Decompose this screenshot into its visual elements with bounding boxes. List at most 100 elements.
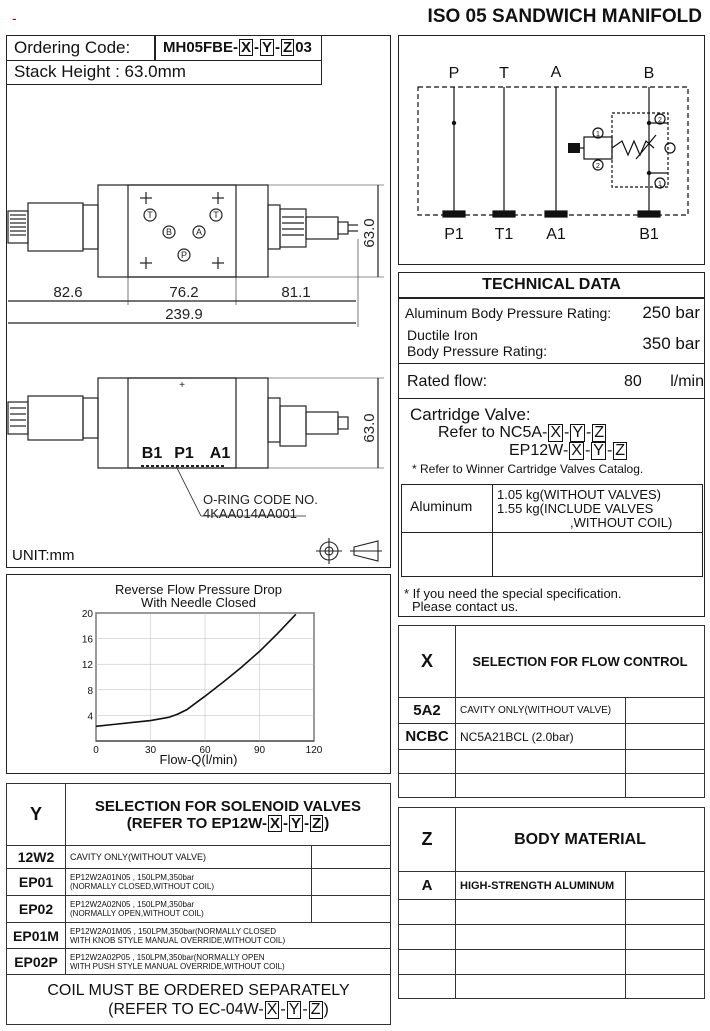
schem-port-a1: A1 (546, 226, 566, 243)
solenoid-row-desc: EP12W2A02N05 , 150LPM,350bar(NORMALLY OP… (65, 895, 312, 923)
sol-x: X (268, 814, 283, 832)
cartridge-ref-1-text: Refer to NC5A- (438, 424, 548, 441)
dim-82-6: 82.6 (53, 284, 82, 301)
iron-label-2: Body Pressure Rating: (407, 343, 548, 359)
manifold-body (97, 184, 269, 278)
schem-marker-4: 1 (658, 181, 662, 188)
solenoid-row-desc: EP12W2A01M05 , 150LPM,350bar(NORMALLY CL… (65, 922, 391, 949)
solenoid-title-close: ) (324, 814, 330, 832)
chart-x-tick: 60 (199, 745, 211, 756)
side-port-a1: A1 (210, 445, 231, 462)
page-title: ISO 05 SANDWICH MANIFOLD (427, 6, 702, 27)
hydraulic-schematic: P T A B P1 T1 A1 B1 1 2 2 1 (417, 64, 689, 243)
solenoid-row-l2: (NORMALLY OPEN,WITHOUT COIL) (70, 909, 204, 918)
solenoid-row-code: EP01M (6, 922, 66, 949)
coil-note: COIL MUST BE ORDERED SEPARATELY (REFER T… (6, 974, 391, 1025)
chart-y-tick: 8 (87, 686, 93, 697)
sol-y: Y (289, 814, 304, 832)
chart-x-tick: 0 (93, 745, 99, 756)
weight-table (401, 484, 703, 577)
solenoid-row-l1: EP12W2A02P05 , 150LPM,350bar(NORMALLY OP… (70, 952, 265, 962)
coil-z: Z (308, 1000, 323, 1019)
oring-label: O-RING CODE NO. (203, 492, 318, 507)
schem-marker-2: 2 (596, 163, 600, 170)
pressure-drop-curve (95, 613, 297, 728)
cart2-x: X (569, 442, 584, 460)
schem-marker-1: 1 (596, 131, 600, 138)
solenoid-key: Y (6, 783, 66, 846)
schem-port-p1: P1 (444, 226, 464, 243)
cart1-z: Z (592, 424, 607, 442)
solenoid-row-desc: CAVITY ONLY(WITHOUT VALVE) (65, 845, 312, 869)
dim-239-9: 239.9 (165, 306, 203, 323)
chart-x-tick: 120 (306, 745, 323, 756)
schematic-panel (398, 35, 705, 265)
coil-note-1: COIL MUST BE ORDERED SEPARATELY (47, 981, 350, 999)
material-row-desc: HIGH-STRENGTH ALUMINUM (455, 871, 626, 900)
solenoid-row-l2: (NORMALLY CLOSED,WITHOUT COIL) (70, 882, 215, 891)
solenoid-title-2: (REFER TO EP12W-X-Y-Z) (70, 814, 386, 832)
cartridge-label: Cartridge Valve: (410, 405, 531, 424)
chart-x-tick: 30 (145, 745, 157, 756)
manifold-side-view: + B1 P1 A1 O-RING CODE NO. 4KAA014AA001 … (7, 377, 384, 521)
cart1-dash-2: - (586, 424, 592, 441)
cart2-dash-1: - (584, 442, 591, 459)
weight-line-1: 1.05 kg(WITHOUT VALVES) (497, 487, 661, 502)
iron-label-1: Ductile Iron (407, 327, 478, 343)
schem-port-p: P (449, 65, 460, 82)
chart-title: Reverse Flow Pressure Drop (115, 582, 282, 597)
weight-line-3: ,WITHOUT COIL) (570, 515, 673, 530)
schem-port-t1: T1 (495, 226, 514, 243)
sol-z: Z (310, 814, 324, 832)
solenoid-row-l1: EP12W2A02N05 , 150LPM,350bar (70, 900, 195, 909)
port-label-p: P (181, 250, 187, 260)
oring-code: 4KAA014AA001 (203, 506, 297, 521)
chart-subtitle: With Needle Closed (141, 595, 256, 610)
svg-text:+: + (179, 380, 185, 391)
solenoid-row-code: EP02 (6, 895, 66, 923)
material-title: BODY MATERIAL (455, 807, 705, 872)
iron-rating-value: 350 bar (642, 334, 700, 353)
code-dash-2: - (275, 39, 281, 56)
schem-port-t: T (499, 65, 509, 82)
chart-y-tick: 12 (82, 660, 94, 671)
solenoid-table: Y SELECTION FOR SOLENOID VALVES (REFER T… (6, 783, 391, 1025)
rated-flow-label: Rated flow: (407, 373, 488, 390)
port-label-b: B (166, 227, 172, 237)
sol-dash-2: - (304, 814, 310, 832)
coil-note-2: (REFER TO EC-04W-X-Y-Z) (11, 1000, 386, 1019)
coil-close: ) (323, 1000, 329, 1018)
port-label-t2: T (213, 210, 219, 220)
code-y: Y (260, 39, 275, 56)
cart2-z: Z (613, 442, 628, 460)
flow-control-table: X SELECTION FOR FLOW CONTROL 5A2 CAVITY … (398, 625, 705, 798)
flow-row-code: NCBC (398, 723, 456, 750)
special-spec-2: Please contact us. (412, 599, 519, 614)
chart-xlabel: Flow-Q(l/min) (159, 752, 238, 767)
solenoid-title: SELECTION FOR SOLENOID VALVES (REFER TO … (65, 783, 391, 846)
code-z: Z (281, 39, 295, 56)
material-key: Z (398, 807, 456, 872)
solenoid-row-l2: WITH PUSH STYLE MANUAL OVERRIDE,WITHOUT … (70, 961, 285, 971)
solenoid-title-1: SELECTION FOR SOLENOID VALVES (94, 797, 362, 815)
cart2-y: Y (591, 442, 606, 460)
flow-row-code: 5A2 (398, 697, 456, 724)
chart-y-tick: 16 (82, 635, 94, 646)
port-label-t1: T (147, 210, 153, 220)
chart-y-tick: 20 (82, 609, 94, 620)
solenoid-row-code: EP02P (6, 948, 66, 975)
schem-port-b: B (644, 65, 655, 82)
chart-x-tick: 90 (254, 745, 266, 756)
unit-label: UNIT:mm (12, 547, 75, 564)
flow-row-desc: NC5A21BCL (2.0bar) (455, 723, 626, 750)
sol-dash-1: - (283, 814, 289, 832)
technical-title: TECHNICAL DATA (482, 276, 621, 293)
flow-key: X (398, 625, 456, 698)
flow-title: SELECTION FOR FLOW CONTROL (455, 625, 705, 698)
alu-rating-label: Aluminum Body Pressure Rating: (405, 305, 612, 321)
stack-height-box (6, 60, 322, 85)
coil-x: X (264, 1000, 280, 1019)
special-spec-1: * If you need the special specification. (404, 586, 622, 601)
code-x: X (239, 39, 254, 56)
